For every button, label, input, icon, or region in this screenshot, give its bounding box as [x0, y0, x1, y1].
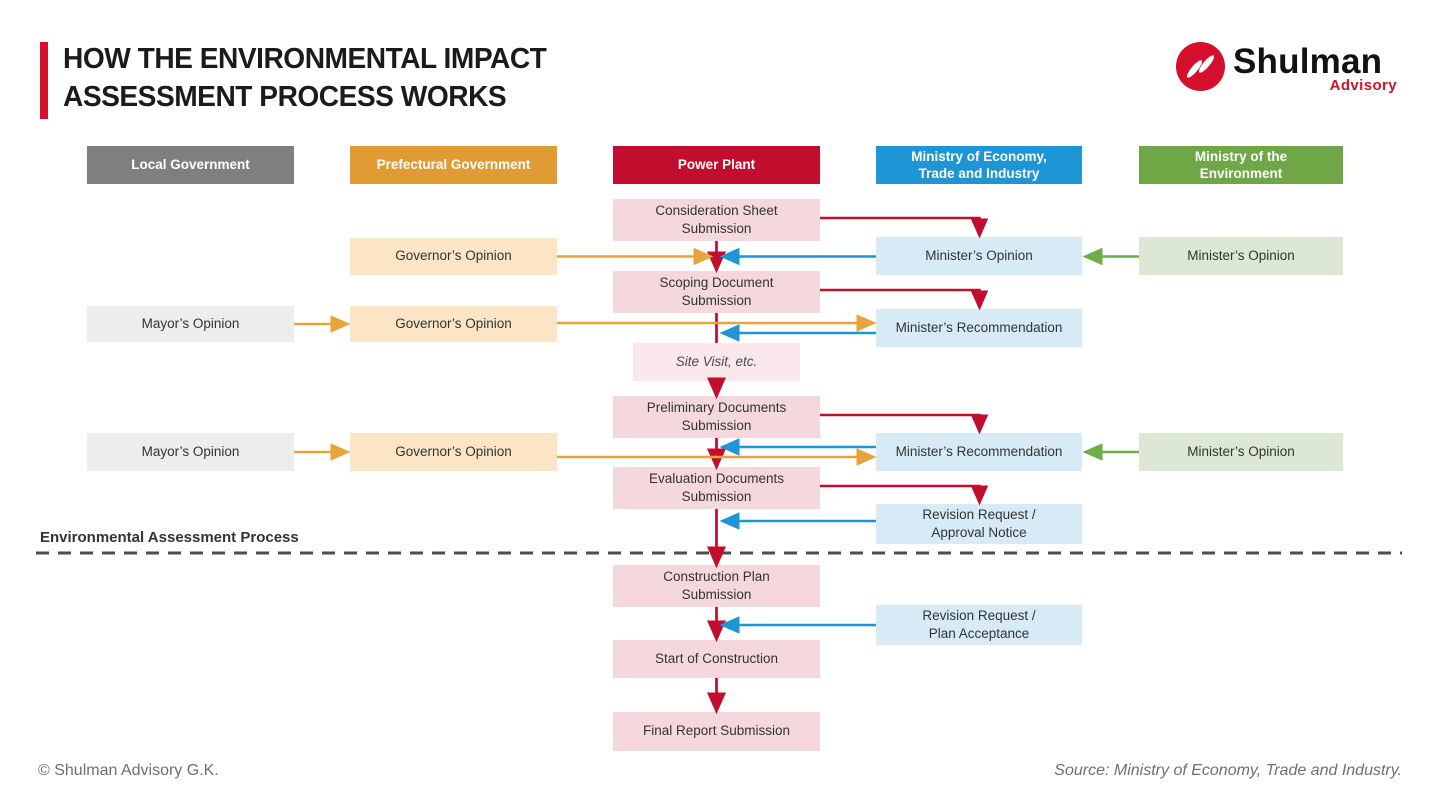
arrow-evaluation-to-revision-approval	[820, 484, 989, 506]
footer-source: Source: Ministry of Economy, Trade and I…	[1054, 762, 1402, 779]
box-meti-ministers-recommendation-2: Minister’s Recommendation	[876, 433, 1082, 471]
box-meti-ministers-opinion: Minister’s Opinion	[876, 237, 1082, 275]
title-accent-bar	[40, 42, 48, 119]
box-governors-opinion-3: Governor’s Opinion	[350, 433, 557, 471]
box-construction-plan-submission: Construction Plan Submission	[613, 565, 820, 607]
shulman-logo-icon	[1176, 42, 1225, 91]
box-revision-request-approval-notice: Revision Request / Approval Notice	[876, 504, 1082, 544]
box-scoping-document-submission: Scoping Document Submission	[613, 271, 820, 313]
column-header-prefectural-government: Prefectural Government	[350, 146, 557, 184]
footer-copyright: © Shulman Advisory G.K.	[38, 762, 219, 779]
box-evaluation-documents-submission: Evaluation Documents Submission	[613, 467, 820, 509]
box-governors-opinion-1: Governor’s Opinion	[350, 238, 557, 275]
page-title: HOW THE ENVIRONMENTAL IMPACT ASSESSMENT …	[63, 43, 547, 113]
box-mayors-opinion-2: Mayor’s Opinion	[87, 433, 294, 471]
column-header-meti: Ministry of Economy, Trade and Industry	[876, 146, 1082, 184]
box-moe-ministers-opinion-1: Minister’s Opinion	[1139, 237, 1343, 275]
arrow-scoping-to-recommendation-1	[820, 288, 989, 311]
box-meti-ministers-recommendation-1: Minister’s Recommendation	[876, 309, 1082, 347]
box-final-report-submission: Final Report Submission	[613, 712, 820, 751]
box-consideration-sheet-submission: Consideration Sheet Submission	[613, 199, 820, 241]
column-header-power-plant: Power Plant	[613, 146, 820, 184]
arrow-preliminary-to-recommendation-2	[820, 413, 989, 435]
logo-tagline: Advisory	[1329, 77, 1397, 94]
box-moe-ministers-opinion-2: Minister’s Opinion	[1139, 433, 1343, 471]
box-revision-request-plan-acceptance: Revision Request / Plan Acceptance	[876, 605, 1082, 645]
box-site-visit: Site Visit, etc.	[633, 343, 800, 381]
section-divider-label: Environmental Assessment Process	[40, 529, 299, 546]
box-preliminary-documents-submission: Preliminary Documents Submission	[613, 396, 820, 438]
box-start-of-construction: Start of Construction	[613, 640, 820, 678]
logo-brand-text: Shulman	[1233, 42, 1383, 81]
arrow-consideration-to-ministers-opinion	[820, 216, 989, 239]
box-mayors-opinion-1: Mayor’s Opinion	[87, 306, 294, 342]
column-header-environment-ministry: Ministry of the Environment	[1139, 146, 1343, 184]
box-governors-opinion-2: Governor’s Opinion	[350, 306, 557, 342]
column-header-local-government: Local Government	[87, 146, 294, 184]
